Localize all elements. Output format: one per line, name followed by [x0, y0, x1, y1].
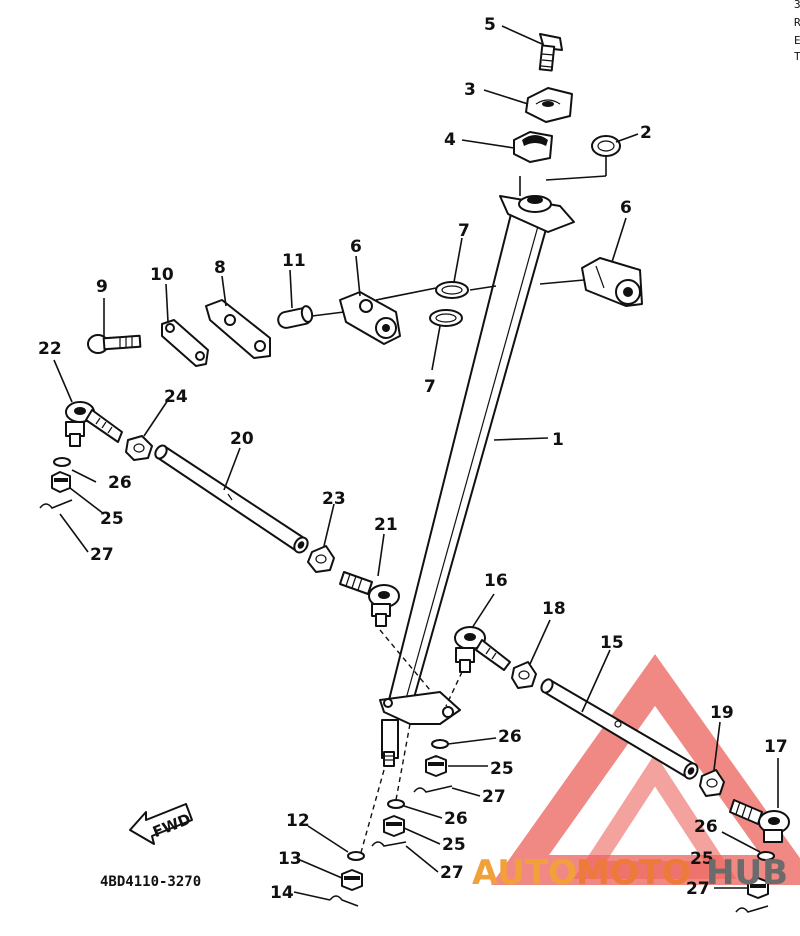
hardware-set-center-1: [413, 739, 453, 793]
hardware-set-right: [735, 851, 775, 913]
tie-rod-end-17: [729, 799, 790, 843]
nut-23: [307, 545, 335, 573]
callout-5: 5: [484, 15, 496, 35]
watermark-text: AUTO MOTO HUB: [472, 853, 788, 893]
callout-22: 22: [38, 339, 62, 359]
fwd-arrow: FWD: [129, 803, 193, 845]
tie-rod-end-21: [339, 571, 400, 627]
callout-9: 9: [96, 277, 108, 297]
steering-column: [379, 195, 575, 767]
callout-25-left: 25: [100, 509, 124, 529]
nut-18: [511, 661, 537, 689]
hardware-set-left: [39, 457, 73, 509]
callout-8: 8: [214, 258, 226, 278]
callout-27-center-1: 27: [482, 787, 506, 807]
callout-2: 2: [640, 123, 652, 143]
nut-19: [699, 769, 725, 797]
leader-lines: [53, 25, 779, 901]
callout-25-center-2: 25: [442, 835, 466, 855]
callout-4: 4: [444, 130, 456, 150]
callout-25-right: 25: [690, 849, 714, 869]
corner-mark-2: R: [794, 16, 800, 29]
watermark-auto: AUTO: [472, 853, 577, 893]
callout-6-right: 6: [620, 198, 632, 218]
holder-4: [513, 131, 553, 163]
cap-2: [591, 135, 621, 157]
callout-25-center-1: 25: [490, 759, 514, 779]
callout-18: 18: [542, 599, 566, 619]
callout-12: 12: [286, 811, 310, 831]
callout-26-right: 26: [694, 817, 718, 837]
holder-3: [525, 87, 573, 123]
bushing-holder-6-right: [581, 257, 643, 307]
callouts: 1 2 3 4 5 6 6 7 7 8 9 10 11 12 13 14 15 …: [38, 15, 788, 903]
bolt-5: [538, 33, 563, 72]
nut-24: [125, 435, 153, 461]
hardware-set-center-2: [371, 799, 407, 847]
callout-11: 11: [282, 251, 306, 271]
callout-27-right: 27: [686, 879, 710, 899]
callout-7-lower: 7: [424, 377, 436, 397]
callout-13: 13: [278, 849, 302, 869]
callout-17: 17: [764, 737, 788, 757]
watermark-hub: HUB: [706, 853, 788, 893]
drawing-number: 4BD4110-3270: [100, 874, 201, 890]
callout-23: 23: [322, 489, 346, 509]
watermark-logo: [490, 654, 800, 885]
callout-7-upper: 7: [458, 221, 470, 241]
corner-marks: 3 R E T: [794, 0, 800, 63]
callout-1: 1: [552, 430, 564, 450]
bushing-holder-6-left: [339, 291, 401, 345]
callout-26-center-2: 26: [444, 809, 468, 829]
bushing-7-lower: [429, 309, 463, 327]
hardware-set-bottom: [329, 851, 365, 907]
callout-19: 19: [710, 703, 734, 723]
callout-26-center-1: 26: [498, 727, 522, 747]
callout-10: 10: [150, 265, 174, 285]
callout-21: 21: [374, 515, 398, 535]
tie-rod-end-16: [454, 626, 511, 673]
corner-mark-4: T: [794, 50, 800, 63]
watermark-moto: MOTO: [576, 853, 691, 893]
tie-rod-20: [154, 444, 309, 554]
lock-washer-10: [161, 319, 209, 367]
callout-14: 14: [270, 883, 294, 903]
tie-rod-end-22: [65, 401, 123, 447]
plate-8: [205, 299, 271, 359]
pin-11: [277, 305, 314, 329]
callout-3: 3: [464, 80, 476, 100]
assembly-lines: [311, 156, 607, 857]
bolt-9: [87, 334, 142, 354]
corner-mark-3: E: [794, 34, 800, 47]
corner-mark-1: 3: [794, 0, 800, 11]
callout-20: 20: [230, 429, 254, 449]
callout-16: 16: [484, 571, 508, 591]
callout-27-left: 27: [90, 545, 114, 565]
callout-27-center-2: 27: [440, 863, 464, 883]
callout-26-left: 26: [108, 473, 132, 493]
callout-15: 15: [600, 633, 624, 653]
bushing-7-upper: [435, 281, 469, 299]
callout-24: 24: [164, 387, 188, 407]
tie-rod-15: [540, 678, 699, 780]
callout-6-left: 6: [350, 237, 362, 257]
